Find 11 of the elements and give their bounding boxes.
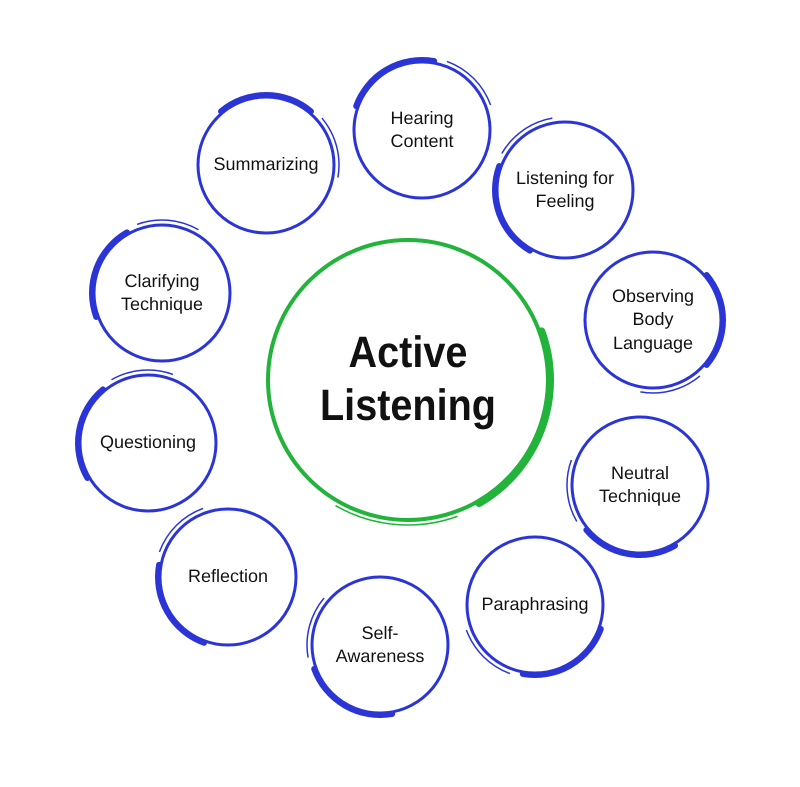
circle-label: Hearing Content bbox=[389, 106, 455, 153]
circle-label: Reflection bbox=[188, 565, 268, 588]
circle-label: Neutral Technique bbox=[598, 462, 682, 508]
circle-label: Observing Body Language bbox=[610, 284, 696, 355]
circle-label: Questioning bbox=[100, 431, 196, 454]
circle-label: Paraphrasing bbox=[481, 593, 589, 616]
circle-label: Self-Awareness bbox=[334, 622, 426, 668]
circle-label: Clarifying Technique bbox=[120, 270, 204, 316]
center-title: Active Listening bbox=[319, 327, 497, 432]
circle-label: Listening for Feeling bbox=[514, 166, 616, 213]
circle-label: Summarizing bbox=[213, 153, 319, 176]
